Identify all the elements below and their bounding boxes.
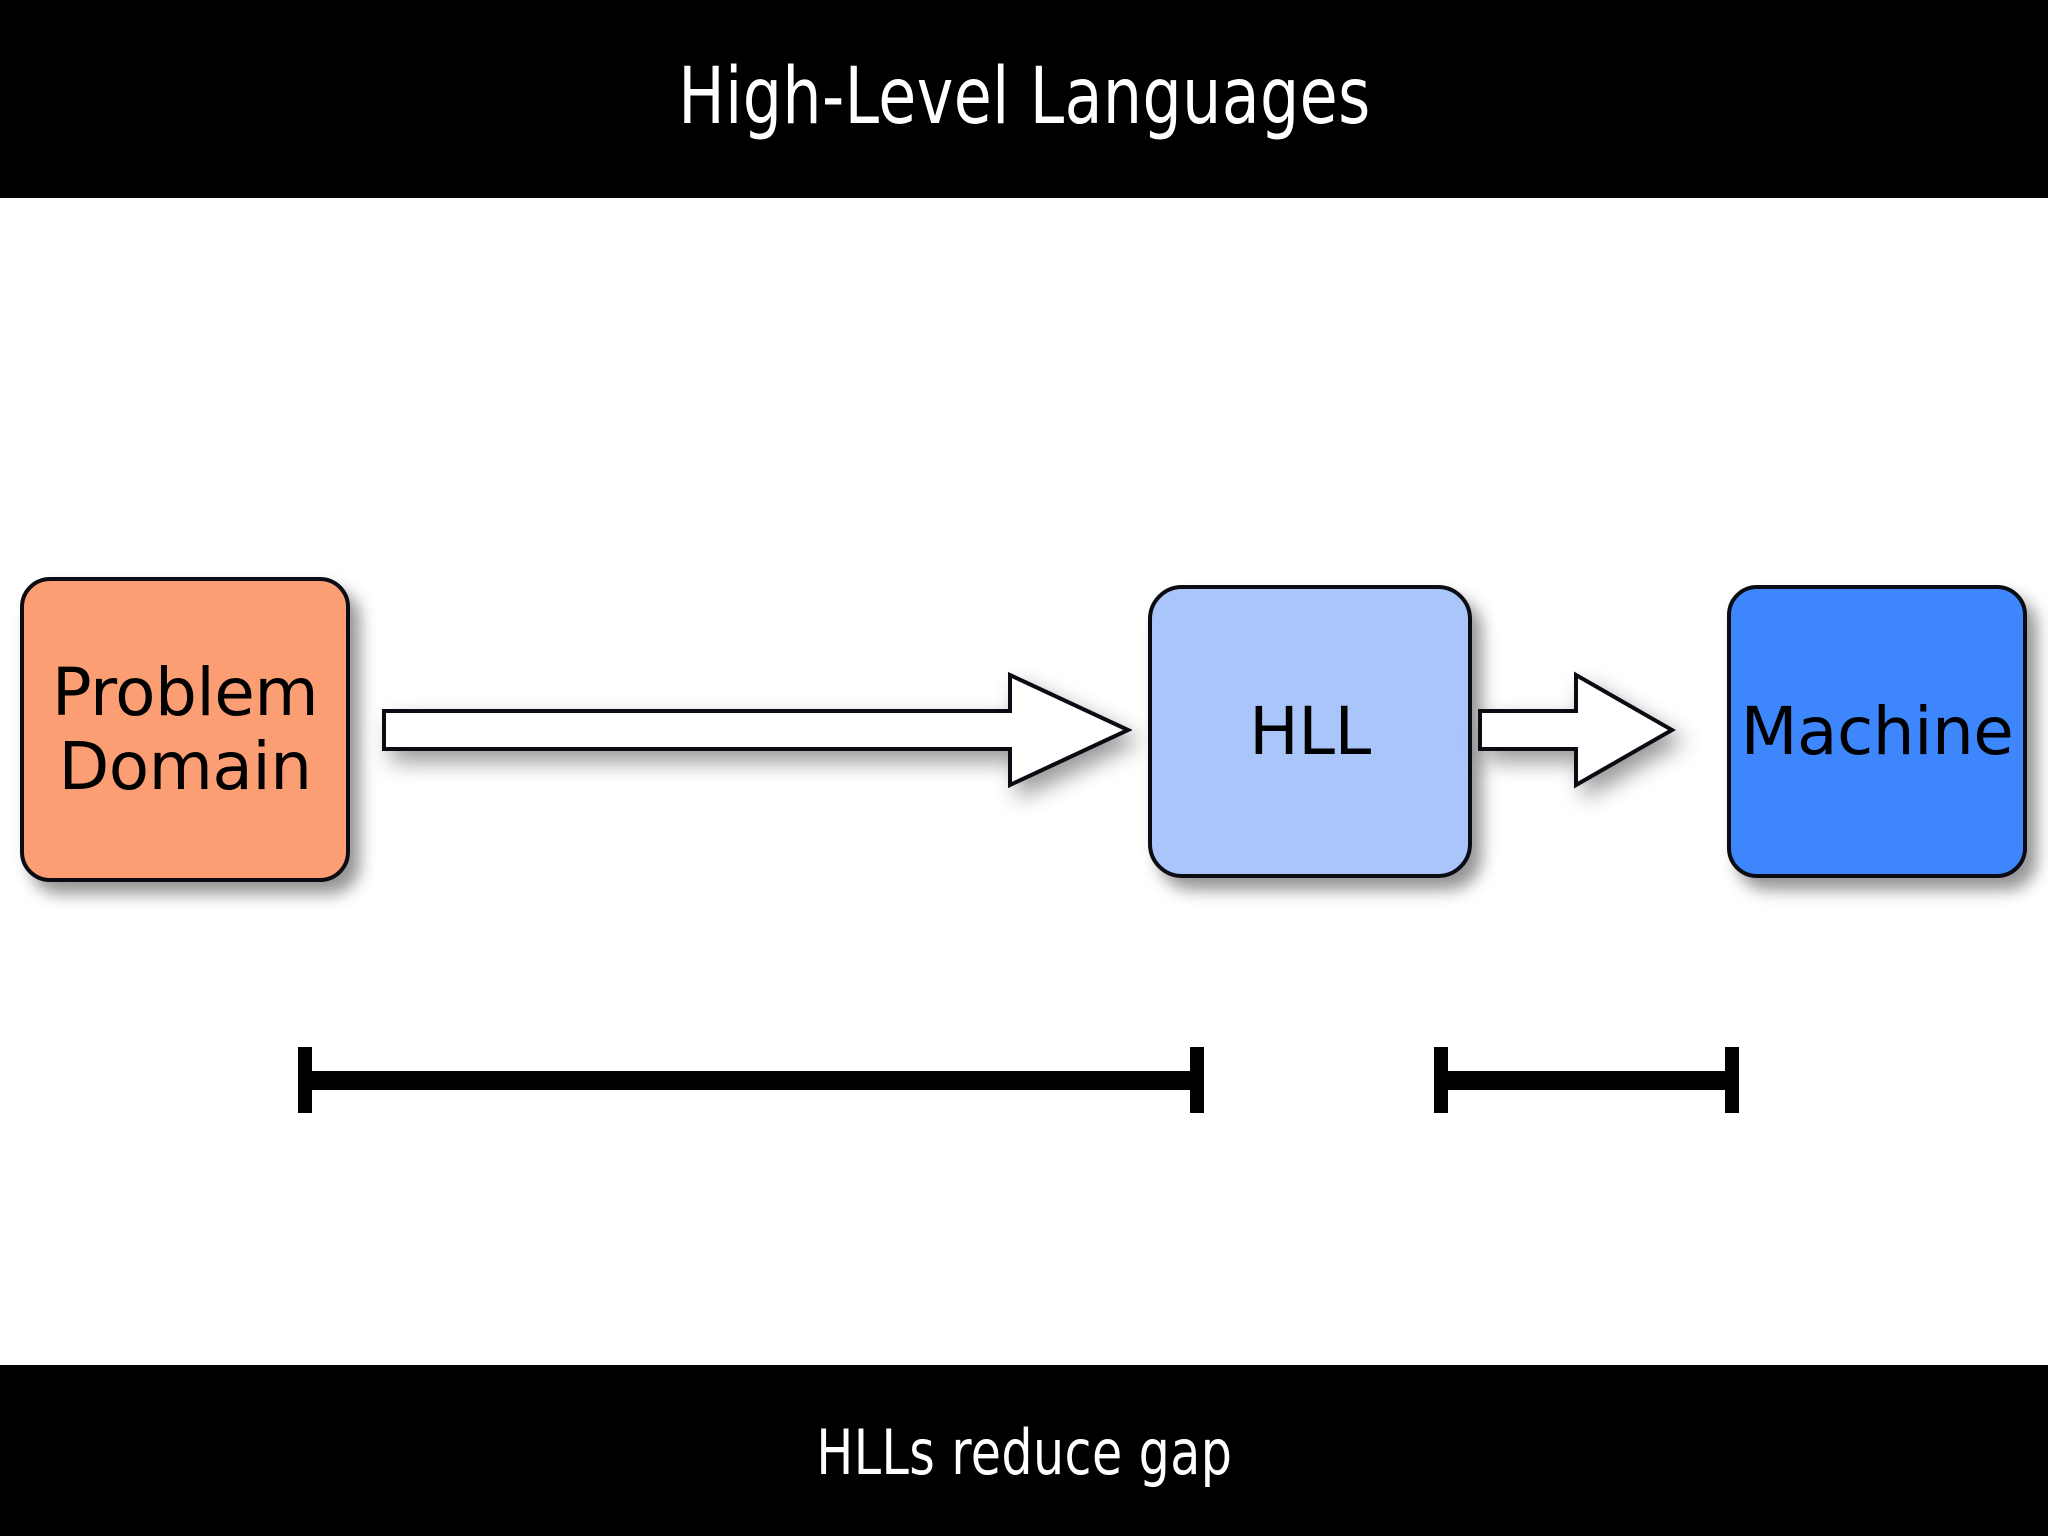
bracket-cap-right: [1190, 1047, 1204, 1113]
title-band: High-Level Languages: [0, 0, 2048, 198]
bracket-cap-right: [1725, 1047, 1739, 1113]
node-machine[interactable]: Machine: [1727, 585, 2027, 878]
diagram-stage: Problem Domain HLL Machine: [0, 198, 2048, 1365]
arrow-problem-domain-to-hll-icon: [382, 671, 1132, 789]
arrow-hll-to-machine-icon: [1478, 671, 1676, 789]
footer-band: HLLs reduce gap: [0, 1365, 2048, 1536]
footer-caption: HLLs reduce gap: [815, 1415, 1233, 1489]
node-machine-label: Machine: [1740, 692, 2014, 770]
bracket-bar: [298, 1071, 1204, 1090]
node-hll[interactable]: HLL: [1148, 585, 1472, 878]
bracket-bar: [1434, 1071, 1739, 1090]
bracket-gap-problem-domain-to-hll: [298, 1047, 1204, 1113]
slide-title: High-Level Languages: [677, 52, 1371, 142]
node-problem-domain[interactable]: Problem Domain: [20, 577, 350, 882]
bracket-gap-hll-to-machine: [1434, 1047, 1739, 1113]
node-hll-label: HLL: [1249, 692, 1371, 770]
node-problem-domain-label: Problem Domain: [51, 653, 319, 805]
